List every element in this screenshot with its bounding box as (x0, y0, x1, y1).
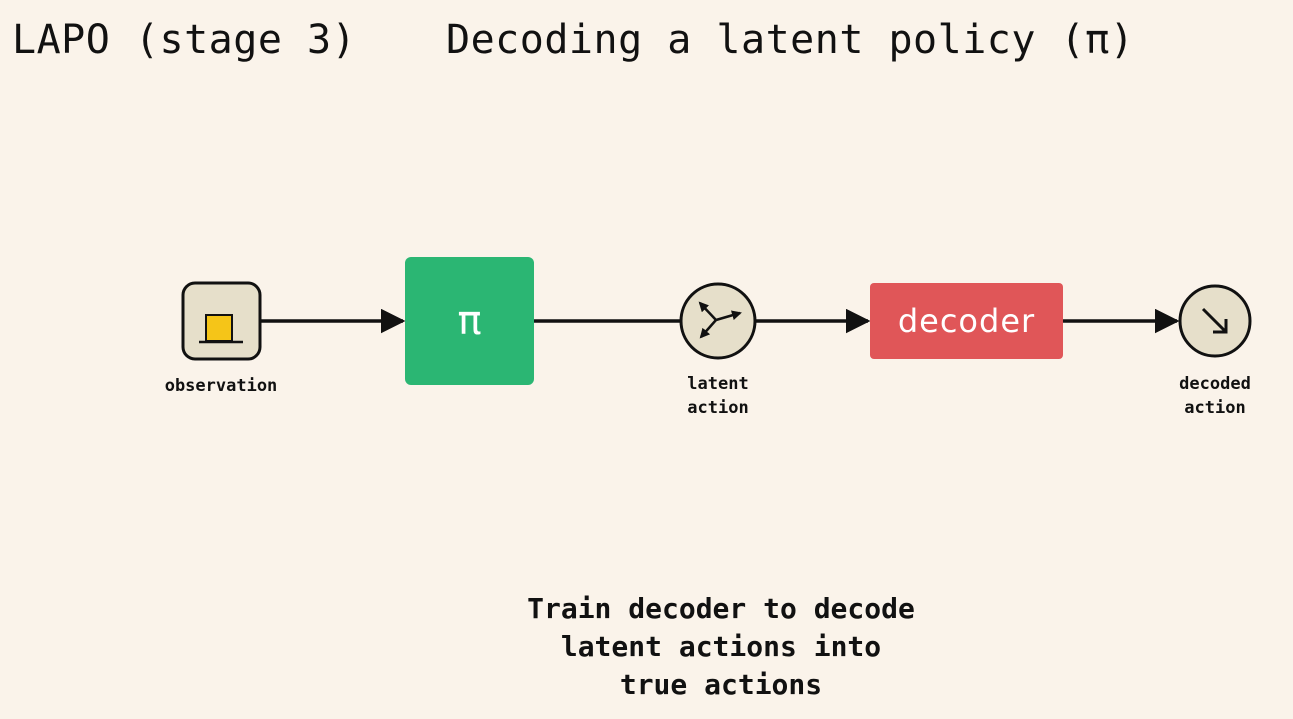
latent-action-node (679, 282, 757, 360)
decoded-action-label: decoded action (1179, 374, 1251, 418)
policy-node (405, 257, 534, 385)
decoder-node (870, 283, 1063, 359)
observation-node (181, 281, 262, 361)
policy-symbol: π (457, 298, 482, 344)
diagonal-arrow-icon (1201, 307, 1228, 334)
latent-action-label: latent action (687, 374, 749, 418)
decoder-label: decoder (897, 302, 1036, 340)
stage-label: LAPO (stage 3) (12, 17, 357, 63)
decoded-action-node (1178, 284, 1252, 358)
latent-action-arrows-icon (698, 301, 742, 339)
observation-frame-icon (199, 314, 243, 344)
caption: Train decoder to decode latent actions i… (527, 592, 915, 701)
page-title: Decoding a latent policy (π) (446, 17, 1135, 63)
observation-label: observation (164, 376, 278, 396)
